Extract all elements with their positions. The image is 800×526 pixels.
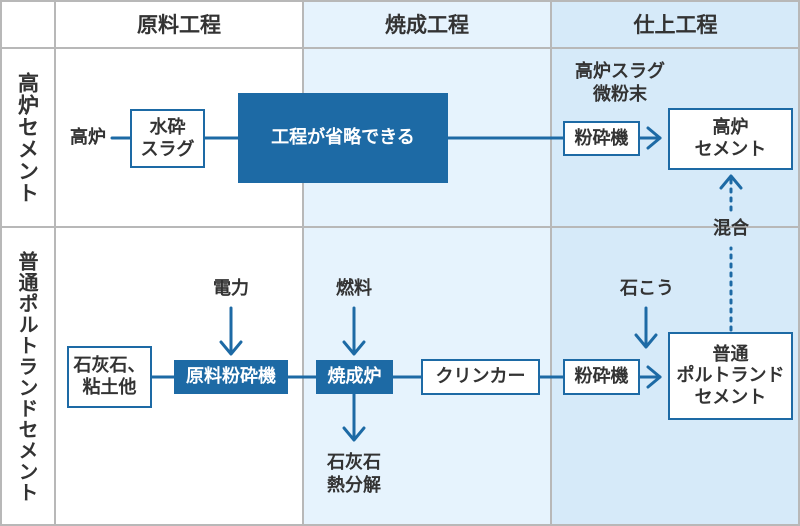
limestone-decomposition-label: 石灰石 熱分解 bbox=[327, 452, 381, 496]
grinder-box-row1: 粉砕機 bbox=[563, 121, 640, 156]
kiln-box: 焼成炉 bbox=[316, 360, 393, 394]
row-label-blast-furnace-cement: 高炉セメント bbox=[15, 71, 40, 204]
portland-cement-box: 普通 ポルトランド セメント bbox=[668, 332, 793, 420]
clinker-box: クリンカー bbox=[421, 359, 540, 395]
limestone-clay-box: 石灰石、 粘土他 bbox=[67, 346, 152, 408]
mix-label: 混合 bbox=[713, 218, 749, 239]
grinder-box-row2: 粉砕機 bbox=[563, 359, 640, 395]
blast-furnace-cement-box: 高炉 セメント bbox=[668, 108, 793, 170]
electricity-label: 電力 bbox=[213, 278, 249, 299]
header-firing-process: 焼成工程 bbox=[385, 13, 469, 37]
firing-column-bg bbox=[303, 0, 551, 526]
row-label-portland-cement: 普通ポルトランドセメント bbox=[15, 250, 39, 503]
finishing-column-bg bbox=[551, 0, 800, 526]
raw-mill-box: 原料粉砕機 bbox=[174, 360, 288, 394]
header-raw-process: 原料工程 bbox=[137, 13, 221, 37]
granulated-slag-box: 水砕 スラグ bbox=[130, 109, 205, 168]
fuel-label: 燃料 bbox=[336, 278, 372, 299]
blast-furnace-label: 高炉 bbox=[70, 127, 106, 148]
header-finishing-process: 仕上工程 bbox=[633, 13, 718, 37]
slag-powder-label: 高炉スラグ 微粉末 bbox=[575, 61, 665, 105]
gypsum-label: 石こう bbox=[620, 278, 674, 299]
process-omitted-box: 工程が省略できる bbox=[238, 93, 448, 183]
